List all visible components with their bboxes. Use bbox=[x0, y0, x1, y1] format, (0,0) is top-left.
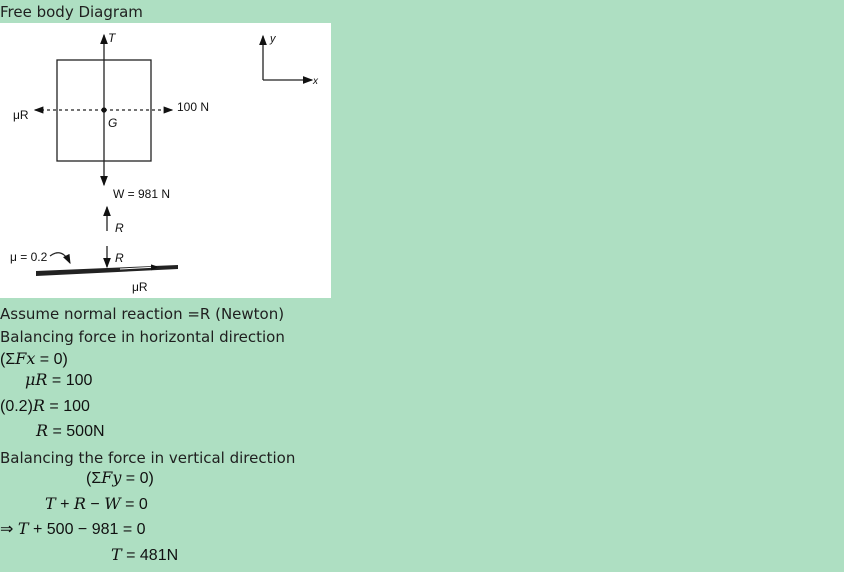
reaction-label-upper: R bbox=[115, 221, 124, 235]
center-of-gravity-dot bbox=[101, 107, 107, 113]
friction-label-bottom: μR bbox=[132, 280, 148, 294]
equation-sum-fx: (ΣFx = 0) bbox=[0, 349, 68, 368]
equation-t-result: T = 481N bbox=[111, 545, 179, 564]
equation-sum-fy: (ΣFy = 0) bbox=[86, 468, 154, 487]
reaction-label-lower: R bbox=[115, 251, 124, 265]
y-axis-label: y bbox=[269, 33, 277, 45]
mu-pointer-curve bbox=[49, 252, 71, 265]
equation-mu-r: μR = 100 bbox=[25, 370, 93, 389]
equation-t-r-w: T + R − W = 0 bbox=[45, 494, 148, 513]
x-axis-label: x bbox=[312, 76, 319, 87]
mu-label: μ = 0.2 bbox=[10, 250, 48, 264]
assume-text: Assume normal reaction =R (Newton) bbox=[0, 305, 285, 323]
tension-label: T bbox=[108, 31, 117, 45]
friction-arrow-surface bbox=[119, 264, 159, 271]
figure-heading: Free body Diagram bbox=[0, 3, 143, 21]
equation-0.2-r: (0.2)R = 100 bbox=[0, 396, 90, 415]
balance-horizontal-text: Balancing force in horizontal direction bbox=[0, 328, 285, 346]
free-body-diagram: T W = 981 N μR 100 N G R R μ = 0.2 μR y … bbox=[0, 23, 331, 298]
center-of-gravity-label: G bbox=[108, 116, 117, 130]
weight-label: W = 981 N bbox=[113, 187, 170, 201]
balance-vertical-text: Balancing the force in vertical directio… bbox=[0, 449, 296, 467]
equation-r-result: R = 500N bbox=[36, 421, 105, 440]
applied-force-label: 100 N bbox=[177, 100, 209, 114]
friction-label-left: μR bbox=[13, 108, 29, 122]
equation-substitution: ⇒ T + 500 − 981 = 0 bbox=[0, 519, 146, 538]
